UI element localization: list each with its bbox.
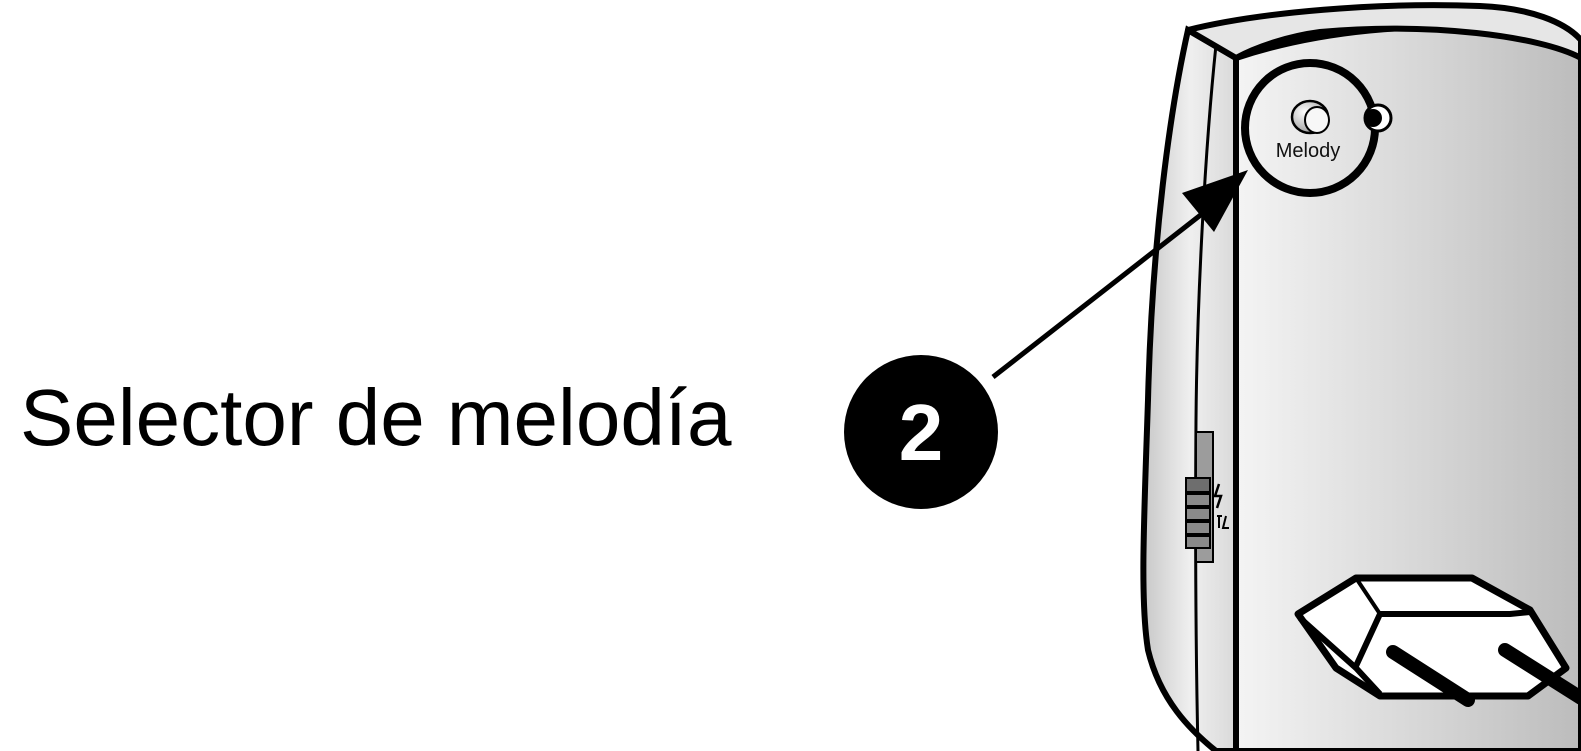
callout-number: 2 [899, 388, 944, 477]
ring-indicator-dot [1364, 109, 1382, 127]
power-plug-icon [1294, 574, 1581, 707]
device-side-edge [1194, 44, 1218, 751]
melody-selector-knob-icon[interactable] [1290, 99, 1330, 135]
callout-arrow-icon [991, 170, 1248, 379]
flash-symbol-icon [1213, 483, 1229, 529]
caption-label: Selector de melodía [20, 373, 732, 462]
callout-badge: 2 [844, 355, 998, 509]
side-slide-switch-icon[interactable] [1185, 431, 1214, 563]
melody-label: Melody [1276, 140, 1340, 162]
device-side-face [1140, 25, 1239, 751]
device-top-cap [1185, 2, 1581, 61]
